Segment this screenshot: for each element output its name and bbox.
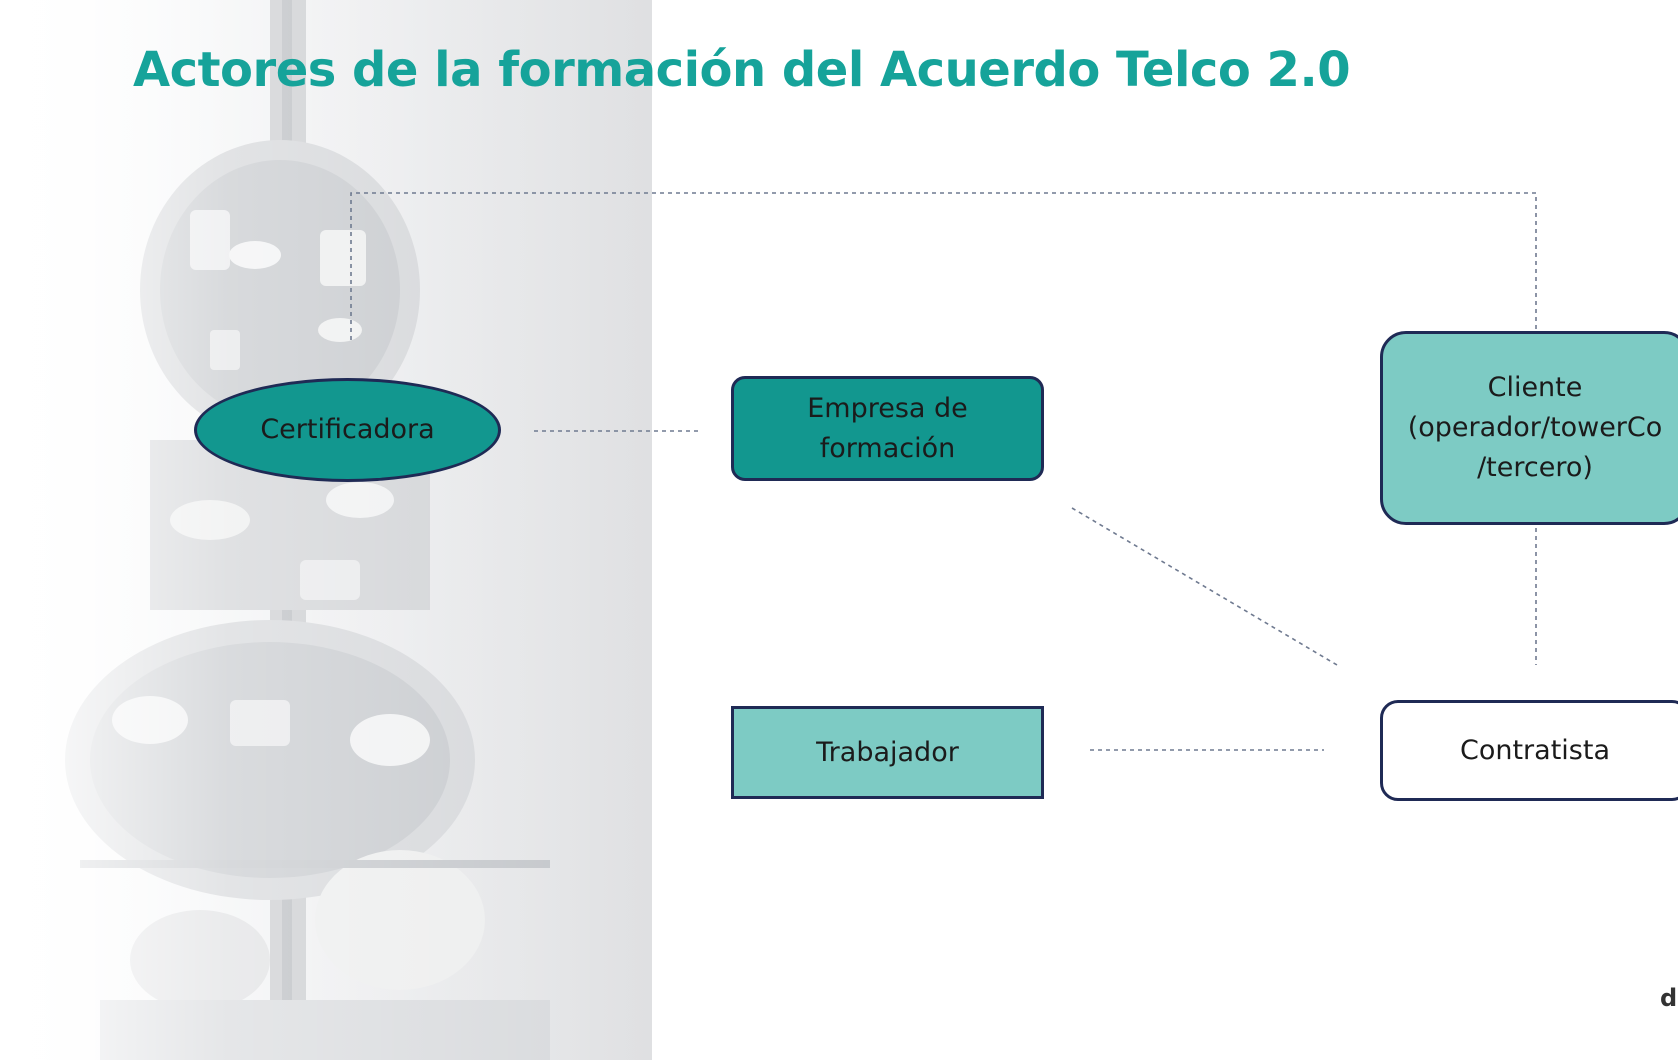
node-cliente-label: Cliente (operador/towerCo /tercero) — [1408, 368, 1663, 488]
node-empresa-de-formacion: Empresa de formación — [731, 376, 1044, 481]
slide-title: Actores de la formación del Acuerdo Telc… — [133, 42, 1351, 98]
node-cliente: Cliente (operador/towerCo /tercero) — [1380, 331, 1678, 525]
node-contratista-label: Contratista — [1459, 734, 1610, 766]
node-empresa-label: Empresa de formación — [807, 389, 968, 469]
node-certificadora: Certificadora — [194, 378, 501, 482]
node-certificadora-label: Certificadora — [260, 414, 435, 445]
node-cliente-label-line1: Cliente — [1487, 372, 1583, 403]
tower-photo-background — [0, 0, 652, 1060]
telecom-tower-image — [0, 0, 652, 1060]
company-logo-fragment: d — [1660, 984, 1678, 1012]
node-trabajador: Trabajador — [731, 706, 1044, 799]
node-contratista: Contratista — [1380, 700, 1678, 801]
node-cliente-label-line3: /tercero) — [1477, 452, 1593, 483]
connector-empresa-contratista — [1071, 507, 1338, 666]
node-empresa-label-line1: Empresa de — [807, 392, 968, 424]
node-empresa-label-line2: formación — [819, 432, 956, 464]
node-trabajador-label: Trabajador — [816, 736, 959, 768]
node-cliente-label-line2: (operador/towerCo — [1407, 412, 1663, 443]
